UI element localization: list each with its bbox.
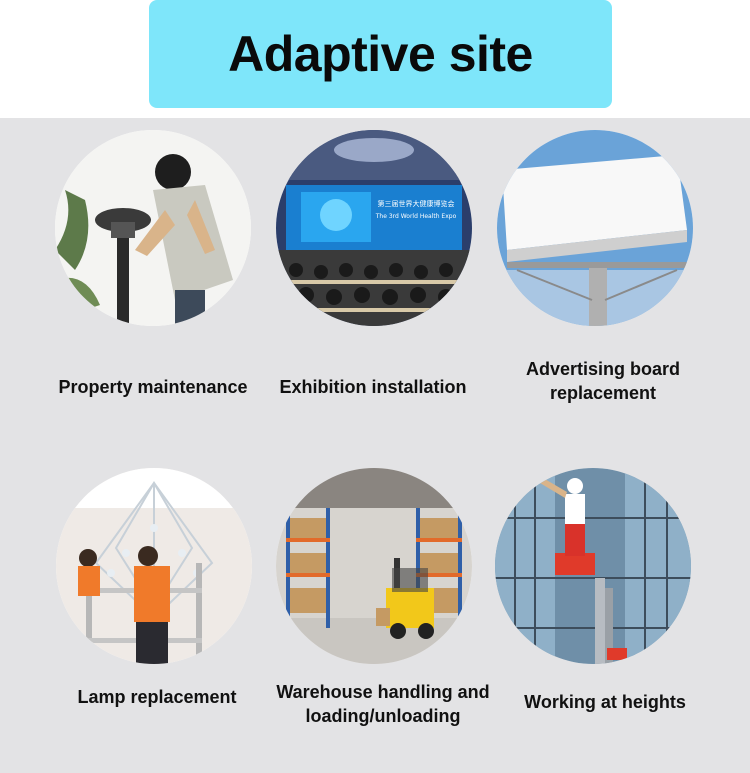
aerial-lift-worker-photo (495, 468, 691, 664)
screen-title-cn: 第三届世界大健康博览会 (378, 199, 455, 208)
chandelier-photo (56, 468, 252, 664)
street-lamp-maintenance-photo (55, 130, 251, 326)
page-title: Adaptive site (228, 26, 533, 82)
scenario-warehouse-handling: Warehouse handling and loading/unloading (258, 468, 508, 748)
caption-warehouse-handling: Warehouse handling and loading/unloading (276, 682, 490, 726)
warehouse-forklift-photo (276, 468, 472, 664)
header: Adaptive site (0, 0, 750, 118)
exhibition-hall-photo: 第三届世界大健康博览会 The 3rd World Health Expo (276, 130, 472, 326)
caption-working-at-heights: Working at heights (524, 692, 686, 712)
scenario-advertising-board: Advertising board replacement (478, 130, 728, 410)
billboard-photo (497, 130, 693, 326)
scenario-panel: Property maintenance 第三届世界大健康博览会 The 3rd… (0, 118, 750, 773)
scenario-lamp-replacement: Lamp replacement (32, 468, 282, 748)
title-banner: Adaptive site (149, 0, 612, 108)
caption-lamp-replacement: Lamp replacement (77, 687, 237, 707)
scenario-property-maintenance: Property maintenance (28, 130, 278, 410)
caption-exhibition-installation: Exhibition installation (279, 377, 467, 397)
caption-advertising-board: Advertising board replacement (525, 359, 681, 403)
scenario-working-at-heights: Working at heights (485, 468, 735, 748)
caption-property-maintenance: Property maintenance (58, 377, 248, 397)
screen-title-en: The 3rd World Health Expo (375, 213, 457, 220)
scenario-exhibition-installation: 第三届世界大健康博览会 The 3rd World Health Expo Ex… (256, 130, 506, 410)
